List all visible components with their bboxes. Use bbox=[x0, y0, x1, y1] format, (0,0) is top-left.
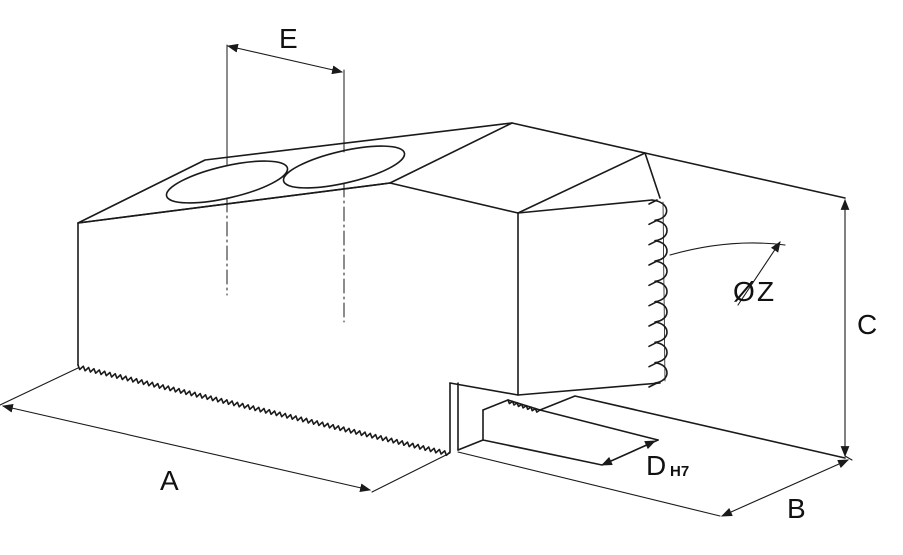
chamfer-right-edge bbox=[644, 152, 661, 199]
bolt-hole-right bbox=[282, 145, 406, 189]
chamfer-face bbox=[511, 122, 646, 214]
label-z: Z bbox=[757, 276, 774, 307]
label-e: E bbox=[279, 23, 298, 54]
serration-front bbox=[77, 364, 451, 457]
slot-top-left bbox=[482, 399, 509, 411]
slot-back-edge bbox=[539, 395, 846, 459]
dim-c-ext bbox=[844, 455, 853, 461]
label-a: A bbox=[160, 465, 179, 496]
serration-tooth bbox=[648, 382, 658, 388]
serration-tooth bbox=[648, 300, 658, 307]
serration-tooth bbox=[648, 280, 658, 287]
dim-z-leader bbox=[737, 241, 781, 306]
top-back-edge bbox=[644, 152, 846, 199]
serration-right-back bbox=[662, 201, 666, 382]
slot-bottom-edge bbox=[539, 409, 659, 441]
top-front-edge bbox=[389, 182, 519, 214]
label-d-subscript: H7 bbox=[670, 463, 689, 480]
front-top-edge bbox=[77, 182, 391, 224]
serration-tooth bbox=[648, 260, 658, 266]
right-block-top-edge bbox=[517, 199, 653, 214]
serration-slot bbox=[507, 399, 541, 413]
right-block-bottom-edge bbox=[517, 382, 661, 396]
dim-a-ext-right bbox=[371, 452, 451, 493]
dimensions bbox=[0, 43, 853, 517]
label-b: B bbox=[787, 493, 806, 524]
serration-tooth bbox=[648, 219, 658, 226]
bolt-hole-left bbox=[165, 160, 289, 204]
dim-a-line bbox=[1, 403, 372, 493]
serration-tooth bbox=[648, 199, 658, 205]
dim-z-arc bbox=[669, 242, 786, 256]
serration-tooth bbox=[648, 321, 658, 327]
bolt-holes bbox=[165, 145, 406, 204]
dim-b-ext-left bbox=[457, 451, 721, 517]
dim-d-line bbox=[600, 440, 657, 466]
jaw-body bbox=[77, 122, 846, 466]
label-d: D bbox=[646, 450, 666, 481]
label-z-symbol: Ø bbox=[733, 276, 755, 307]
serration-right bbox=[651, 199, 668, 384]
step-foot bbox=[457, 439, 484, 451]
step-top bbox=[449, 382, 519, 396]
serration-tooth bbox=[648, 239, 658, 246]
dim-a-ext-left bbox=[0, 367, 79, 406]
dim-e-line bbox=[226, 43, 344, 75]
serration-tooth bbox=[648, 361, 658, 368]
serration-tooth bbox=[648, 341, 658, 348]
top-face bbox=[77, 122, 513, 224]
dim-b-line bbox=[720, 459, 850, 517]
label-c: C bbox=[857, 309, 877, 340]
